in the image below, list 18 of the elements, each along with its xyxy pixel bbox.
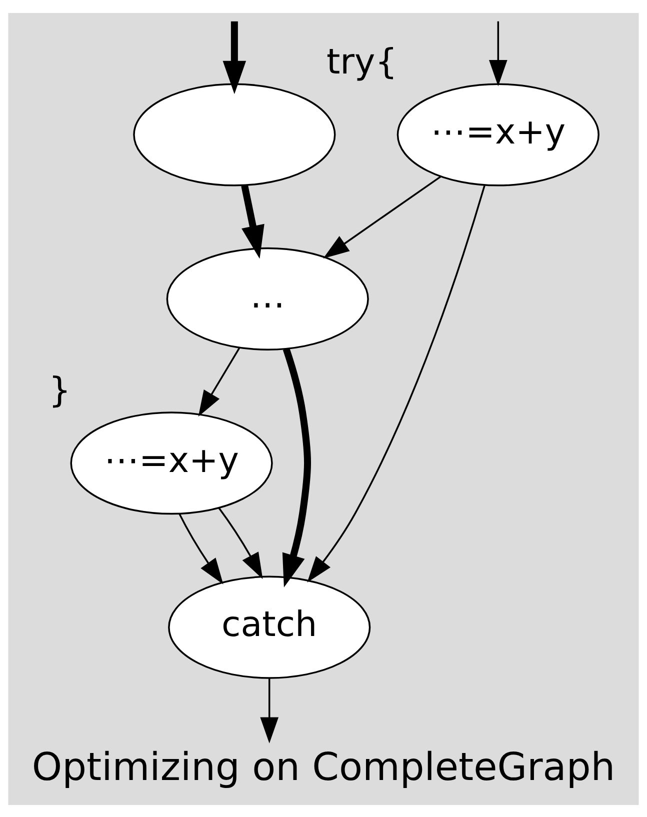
node-ellipse: … [166,246,369,350]
arrow [260,678,279,743]
node-ellipse: ⋯=x+y [70,411,273,514]
caption: Optimizing on CompleteGraph [32,744,616,790]
node-ellipse: ⋯=x+y [396,82,600,186]
arrow [222,20,246,94]
node-ellipse [133,82,336,186]
node-label: try{ [326,42,398,82]
arrow [241,184,264,258]
arrow [323,175,442,258]
arrow [307,184,486,582]
arrow [489,20,508,86]
arrow [282,347,311,587]
arrow [178,513,224,584]
node-label: } [48,370,71,411]
node-ellipse: catch [168,575,371,678]
arrow [198,347,240,416]
arrow [218,506,263,579]
